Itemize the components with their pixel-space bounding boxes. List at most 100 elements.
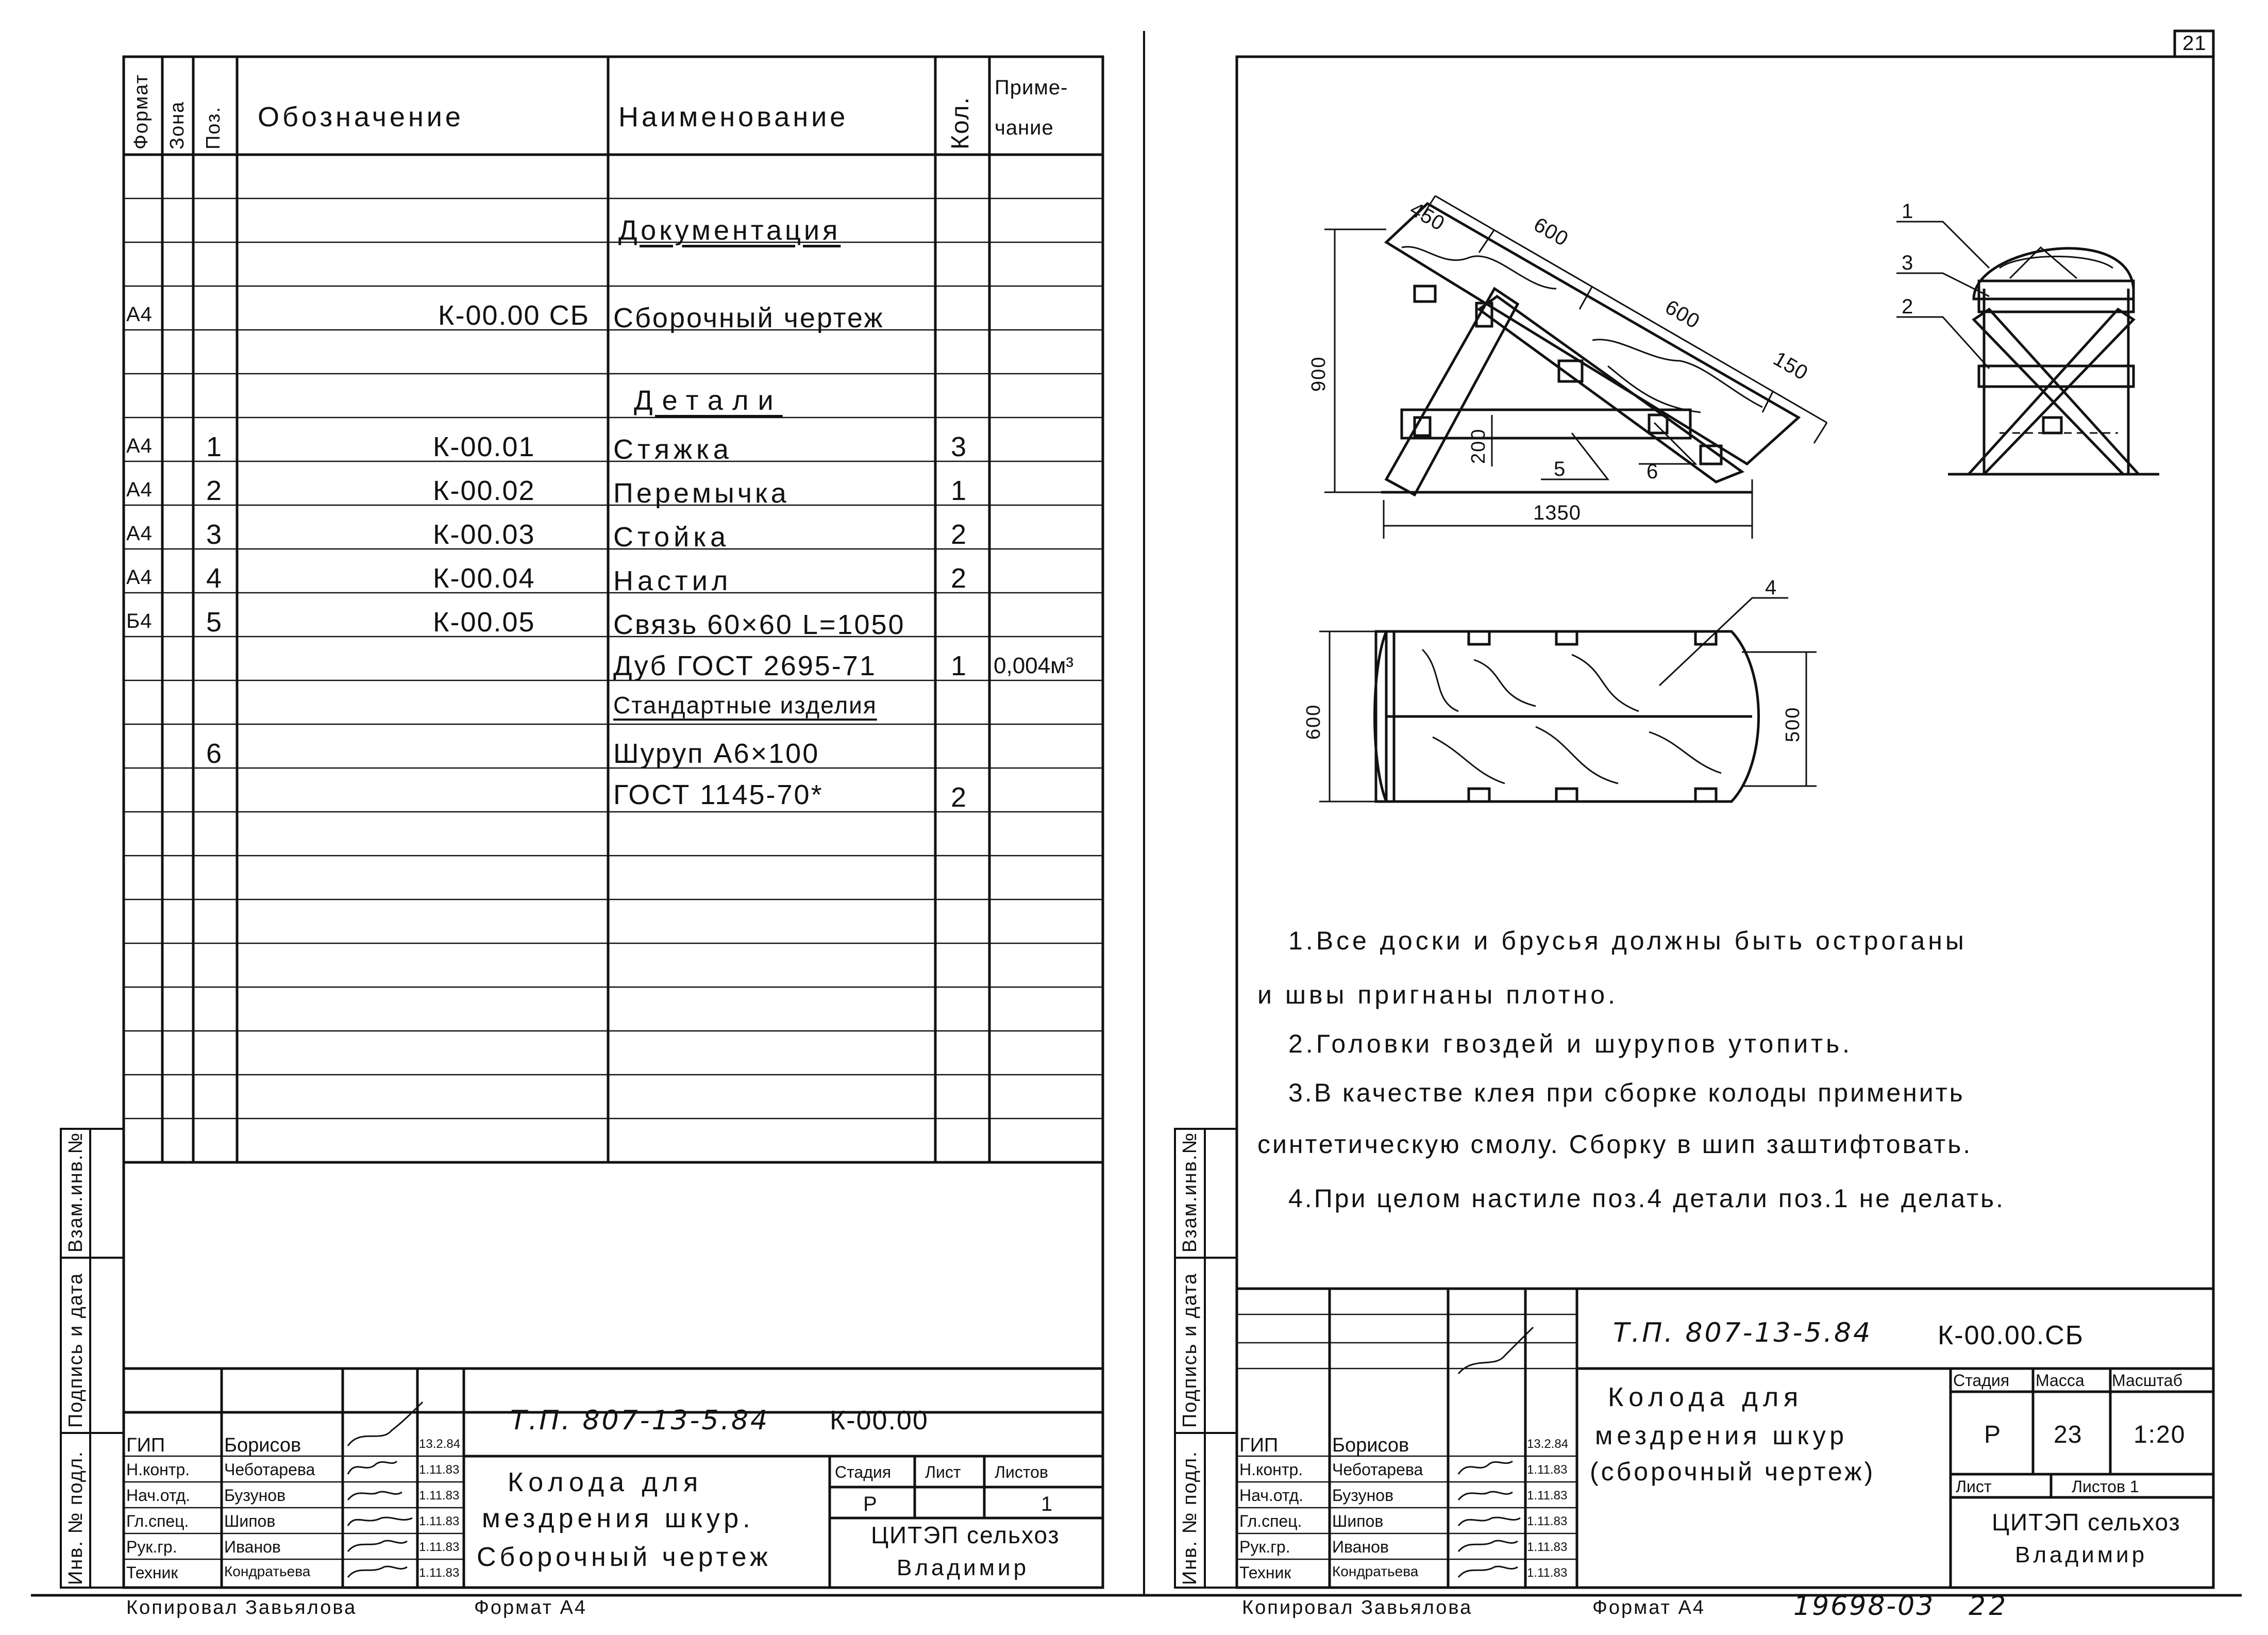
row-format: А4 bbox=[126, 303, 153, 326]
right-role: Н.контр. bbox=[1239, 1460, 1303, 1479]
archive-number: 19698-03 bbox=[1793, 1591, 1935, 1622]
row-qty: 2 bbox=[951, 782, 970, 813]
right-org-1: ЦИТЭП сельхоз bbox=[1992, 1509, 2181, 1536]
right-date: 13.2.84 bbox=[1527, 1437, 1569, 1451]
row-qty: 1 bbox=[951, 475, 970, 506]
sheet-number: 21 bbox=[2182, 32, 2207, 55]
right-title-1: Колода для bbox=[1608, 1382, 1804, 1412]
row-name: Стяжка bbox=[613, 434, 733, 465]
dim-500-plan: 500 bbox=[1782, 706, 1804, 742]
right-role: Нач.отд. bbox=[1239, 1486, 1304, 1505]
left-title-3: Сборочный чертеж bbox=[477, 1542, 771, 1572]
row-pos: 3 bbox=[206, 519, 225, 550]
left-person: Чеботарева bbox=[224, 1460, 315, 1479]
left-date: 13.2.84 bbox=[419, 1437, 461, 1451]
right-doc-code: Т.П. 807-13-5.84 bbox=[1613, 1317, 1873, 1348]
right-stage-label: Стадия bbox=[1953, 1371, 2010, 1390]
side-label-sign: Подпись и дата bbox=[1179, 1272, 1201, 1428]
row-designation: К-00.00 СБ bbox=[438, 300, 590, 331]
callout-5: 5 bbox=[1554, 458, 1566, 480]
left-date: 1.11.83 bbox=[419, 1540, 460, 1554]
side-label-inv: Инв. № подл. bbox=[1179, 1450, 1201, 1585]
right-sheets-label: Листов 1 bbox=[2072, 1477, 2139, 1496]
row-format: А4 bbox=[126, 566, 153, 589]
page-number: 22 bbox=[1969, 1591, 2009, 1622]
row-pos: 2 bbox=[206, 475, 225, 506]
row-name: Связь 60×60 L=1050 bbox=[613, 609, 905, 640]
callout-6: 6 bbox=[1647, 460, 1659, 483]
header-name: Наименование bbox=[618, 102, 849, 132]
left-role: ГИП bbox=[126, 1434, 165, 1456]
row-format: А4 bbox=[126, 478, 153, 501]
row-pos: 5 bbox=[206, 607, 225, 638]
right-role: ГИП bbox=[1239, 1434, 1279, 1456]
dim-600-plan: 600 bbox=[1303, 704, 1324, 740]
row-designation: К-00.03 bbox=[433, 519, 535, 550]
row-pos: 1 bbox=[206, 431, 225, 462]
row-name: Перемычка bbox=[613, 478, 789, 509]
right-role: Техник bbox=[1239, 1563, 1291, 1582]
right-title-2: мездрения шкур bbox=[1595, 1421, 1849, 1450]
row-qty: 2 bbox=[951, 519, 970, 550]
right-format: Формат А4 bbox=[1592, 1597, 1706, 1619]
right-role: Рук.гр. bbox=[1239, 1538, 1290, 1556]
callout-1: 1 bbox=[1902, 200, 1914, 223]
note-3b: синтетическую смолу. Сборку в шип заштиф… bbox=[1257, 1130, 1973, 1159]
left-stage-label: Стадия bbox=[835, 1463, 892, 1481]
right-person: Кондратьева bbox=[1332, 1563, 1419, 1579]
left-sheets: 1 bbox=[1041, 1493, 1053, 1515]
header-note-line2: чание bbox=[995, 116, 1054, 139]
right-date: 1.11.83 bbox=[1527, 1514, 1568, 1528]
end-view bbox=[1948, 247, 2159, 476]
left-title-1: Колода для bbox=[508, 1467, 703, 1497]
left-sheet-label: Лист bbox=[925, 1463, 961, 1481]
left-stage: Р bbox=[863, 1493, 878, 1515]
dim-200: 200 bbox=[1468, 428, 1489, 464]
row-designation: К-00.01 bbox=[433, 431, 535, 462]
right-scale: 1:20 bbox=[2133, 1421, 2186, 1448]
right-title-3: (сборочный чертеж) bbox=[1590, 1457, 1876, 1486]
right-date: 1.11.83 bbox=[1527, 1489, 1568, 1503]
right-mass: 23 bbox=[2054, 1421, 2082, 1448]
row-format: А4 bbox=[126, 522, 153, 545]
right-stage: Р bbox=[1984, 1421, 2002, 1448]
row-pos: 6 bbox=[206, 738, 225, 769]
left-role: Н.контр. bbox=[126, 1460, 190, 1479]
left-date: 1.11.83 bbox=[419, 1463, 460, 1477]
row-note: 0,004м³ bbox=[994, 653, 1074, 678]
row-designation: К-00.04 bbox=[433, 563, 535, 594]
left-person: Кондратьева bbox=[224, 1563, 311, 1579]
section-details: Детали bbox=[634, 385, 783, 416]
row-qty: 2 bbox=[951, 563, 970, 594]
right-date: 1.11.83 bbox=[1527, 1540, 1568, 1554]
right-person: Чеботарева bbox=[1332, 1460, 1423, 1479]
row-qty: 3 bbox=[951, 431, 970, 462]
right-person: Бузунов bbox=[1332, 1486, 1394, 1505]
row-name: Шуруп А6×100 bbox=[613, 738, 820, 769]
row-designation: К-00.05 bbox=[433, 607, 535, 638]
row-name: Дуб ГОСТ 2695-71 bbox=[613, 650, 877, 681]
right-sheet-label: Лист bbox=[1956, 1477, 1992, 1496]
row-name: Настил bbox=[613, 565, 732, 596]
header-note-line1: Приме- bbox=[995, 76, 1068, 99]
row-pos: 4 bbox=[206, 563, 225, 594]
left-date: 1.11.83 bbox=[419, 1489, 460, 1503]
dim-1350: 1350 bbox=[1533, 502, 1581, 524]
left-date: 1.11.83 bbox=[419, 1514, 460, 1528]
right-date: 1.11.83 bbox=[1527, 1463, 1568, 1477]
right-mass-label: Масса bbox=[2036, 1371, 2085, 1390]
left-doc-code: Т.П. 807-13-5.84 bbox=[510, 1405, 770, 1436]
left-copied: Копировал Завьялова bbox=[126, 1597, 357, 1619]
right-role: Гл.спец. bbox=[1239, 1512, 1302, 1530]
callout-2: 2 bbox=[1902, 295, 1914, 318]
left-role: Техник bbox=[126, 1563, 178, 1582]
note-1a: 1.Все доски и брусья должны быть острога… bbox=[1288, 926, 1967, 955]
left-person: Борисов bbox=[224, 1434, 301, 1456]
row-designation: К-00.02 bbox=[433, 475, 535, 506]
left-role: Рук.гр. bbox=[126, 1538, 177, 1556]
right-org-2: Владимир bbox=[2015, 1542, 2148, 1567]
side-view bbox=[1381, 202, 1801, 497]
